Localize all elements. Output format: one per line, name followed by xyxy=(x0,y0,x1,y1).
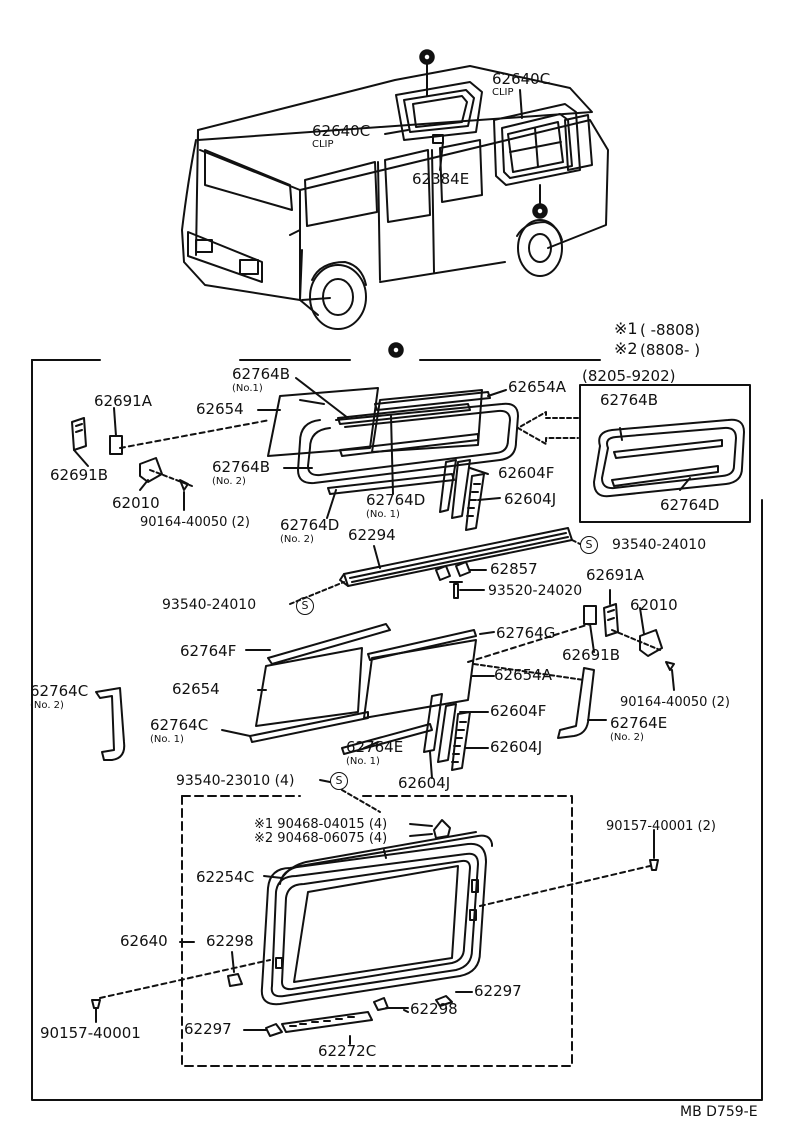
note-2-mark: ※2 xyxy=(614,339,638,358)
label-62297-left: 62297 xyxy=(184,1020,232,1038)
label-62764C-no1-sub: (No. 1) xyxy=(150,734,184,745)
label-62764E-no1-sub: (No. 1) xyxy=(346,756,380,767)
label-93540-24010-right: 93540-24010 xyxy=(612,537,707,553)
label-62640: 62640 xyxy=(120,932,168,950)
label-62640C-top: 62640C xyxy=(492,70,551,88)
label-62764G: 62764G xyxy=(496,624,556,642)
label-93520-24020: 93520-24020 xyxy=(488,583,583,599)
label-62691A-left: 62691A xyxy=(94,392,152,410)
label-clip-left: CLIP xyxy=(312,139,334,150)
label-62764B-no1: 62764B xyxy=(232,365,291,383)
label-62764B-no2-sub: (No. 2) xyxy=(212,476,246,487)
note-1-mark: ※1 xyxy=(614,319,638,338)
note-1-range: ( -8808) xyxy=(640,321,701,339)
label-90157-40001-2: 90157-40001 (2) xyxy=(606,819,716,834)
note-2-range: (8808- ) xyxy=(640,341,701,359)
label-62294: 62294 xyxy=(348,526,396,544)
label-62654A-top: 62654A xyxy=(508,378,566,396)
label-62604J-low: 62604J xyxy=(398,774,451,792)
label-62764F: 62764F xyxy=(180,642,237,660)
inset-label-62764D: 62764D xyxy=(660,496,720,514)
label-62764E-no2: 62764E xyxy=(610,714,668,732)
label-93540-24010-left: 93540-24010 xyxy=(162,597,257,613)
s-symbol-left: S xyxy=(296,597,314,615)
label-62604F-mid: 62604F xyxy=(490,702,547,720)
label-62604J-mid: 62604J xyxy=(490,738,543,756)
label-62691B-left: 62691B xyxy=(50,466,109,484)
label-90468-04015: ※1 90468-04015 (4) xyxy=(254,817,388,832)
label-62764C-no1: 62764C xyxy=(150,716,209,734)
label-62654A-mid: 62654A xyxy=(494,666,552,684)
label-62691B-right: 62691B xyxy=(562,646,621,664)
label-62691A-right: 62691A xyxy=(586,566,644,584)
label-62604F-top: 62604F xyxy=(498,464,555,482)
label-62764B-no2: 62764B xyxy=(212,458,271,476)
label-93540-23010: 93540-23010 (4) xyxy=(176,773,295,789)
label-62654-top: 62654 xyxy=(196,400,244,418)
s-symbol-lower: S xyxy=(330,772,348,790)
inset-range: (8205-9202) xyxy=(582,367,676,385)
inset-label-62764B: 62764B xyxy=(600,391,659,409)
label-62654-mid: 62654 xyxy=(172,680,220,698)
label-62764B-no1-sub: (No.1) xyxy=(232,383,263,394)
label-62272C: 62272C xyxy=(318,1042,377,1060)
label-62010-left: 62010 xyxy=(112,494,160,512)
label-62604J-top: 62604J xyxy=(504,490,557,508)
label-62764D-no2: 62764D xyxy=(280,516,340,534)
label-62254C: 62254C xyxy=(196,868,255,886)
van-illustration xyxy=(181,61,609,330)
label-62764E-no1: 62764E xyxy=(346,738,404,756)
label-90157-40001: 90157-40001 xyxy=(40,1024,141,1042)
label-62764C-no2-sub: (No. 2) xyxy=(30,700,64,711)
label-62298-right: 62298 xyxy=(410,1000,458,1018)
label-62764D-no1: 62764D xyxy=(366,491,426,509)
label-90468-06075: ※2 90468-06075 (4) xyxy=(254,831,388,846)
label-62764D-no1-sub: (No. 1) xyxy=(366,509,400,520)
label-62640C-left: 62640C xyxy=(312,122,371,140)
s-symbol-right: S xyxy=(580,536,598,554)
label-62764E-no2-sub: (No. 2) xyxy=(610,732,644,743)
label-62297-right: 62297 xyxy=(474,982,522,1000)
label-90164-40050-left: 90164-40050 (2) xyxy=(140,515,250,530)
label-clip-top: CLIP xyxy=(492,87,514,98)
label-62384E: 62384E xyxy=(412,170,470,188)
label-62298-left: 62298 xyxy=(206,932,254,950)
figure-code: MB D759-E xyxy=(680,1104,758,1120)
label-62764D-no2-sub: (No. 2) xyxy=(280,534,314,545)
label-62857: 62857 xyxy=(490,560,538,578)
label-90164-40050-right: 90164-40050 (2) xyxy=(620,695,730,710)
label-62010-right: 62010 xyxy=(630,596,678,614)
label-62764C-no2: 62764C xyxy=(30,682,89,700)
